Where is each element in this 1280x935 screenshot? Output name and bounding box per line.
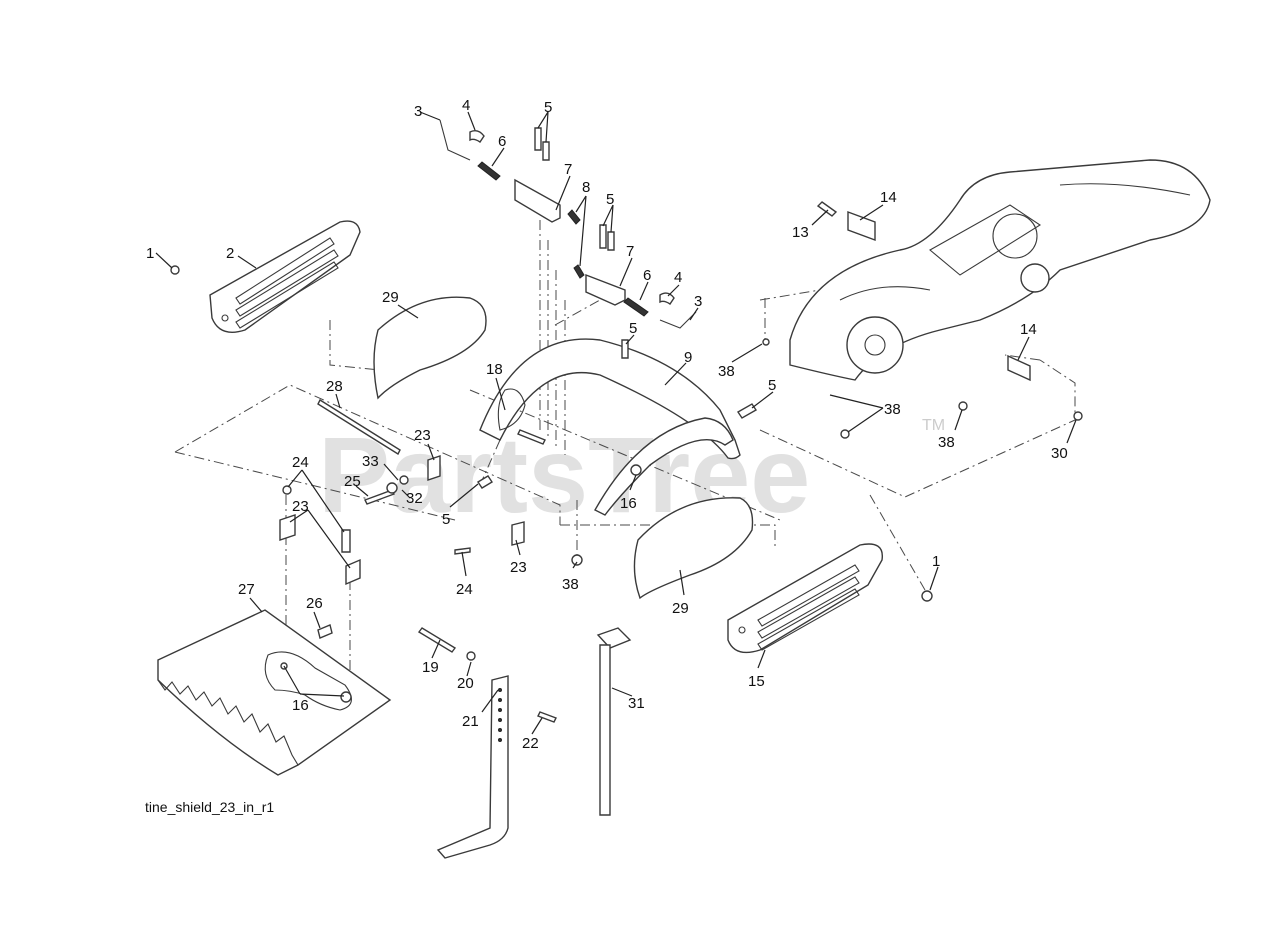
part-15-right-plate <box>727 543 884 654</box>
part-31-strip <box>596 627 632 816</box>
callout-2: 2 <box>226 245 234 262</box>
callout-21: 21 <box>462 713 479 730</box>
callout-23-left: 23 <box>292 498 309 515</box>
callout-5-lower: 5 <box>442 511 450 528</box>
callout-16-flap: 16 <box>620 495 637 512</box>
callout-38-lower: 38 <box>562 576 579 593</box>
callout-9: 9 <box>684 349 692 366</box>
callout-23-lower: 23 <box>510 559 527 576</box>
callout-30: 30 <box>1051 445 1068 462</box>
callout-6-upper: 6 <box>498 133 506 150</box>
watermark-trademark: TM <box>922 417 945 434</box>
callout-15: 15 <box>748 673 765 690</box>
callout-27: 27 <box>238 581 255 598</box>
callout-4-lower: 4 <box>674 269 682 286</box>
callout-20: 20 <box>457 675 474 692</box>
callout-4-upper: 4 <box>462 97 470 114</box>
callout-14-upper: 14 <box>880 189 897 206</box>
latch-assembly-lower <box>585 224 697 329</box>
callout-31: 31 <box>628 695 645 712</box>
callout-29-left: 29 <box>382 289 399 306</box>
callout-38-upper: 38 <box>718 363 735 380</box>
leader-lines <box>155 111 1077 735</box>
callout-5-bracket: 5 <box>606 191 614 208</box>
callout-32: 32 <box>406 490 423 507</box>
latch-assembly-upper <box>439 119 585 279</box>
callout-24-left: 24 <box>292 454 309 471</box>
callout-33: 33 <box>362 453 379 470</box>
callout-29-right: 29 <box>672 600 689 617</box>
part-29-left-side-shield <box>373 296 487 400</box>
part-27-drag-plate <box>157 609 392 776</box>
callout-22: 22 <box>522 735 539 752</box>
callout-24-lower: 24 <box>456 581 473 598</box>
callout-7-upper: 7 <box>564 161 572 178</box>
callout-5-side: 5 <box>768 377 776 394</box>
callout-13: 13 <box>792 224 809 241</box>
part-9-main-shield <box>479 338 741 460</box>
callout-16-plate: 16 <box>292 697 309 714</box>
tiller-transmission-housing <box>789 159 1211 381</box>
part-2-left-plate <box>209 220 361 333</box>
callout-23-upper: 23 <box>414 427 431 444</box>
callout-38-right: 38 <box>938 434 955 451</box>
callout-6-lower: 6 <box>643 267 651 284</box>
callout-14-lower: 14 <box>1020 321 1037 338</box>
callout-5-shield: 5 <box>629 320 637 337</box>
diagram-caption: tine_shield_23_in_r1 <box>145 799 274 815</box>
part-29-right-side-shield <box>633 497 754 600</box>
callout-3-lower: 3 <box>694 293 702 310</box>
part-22-bolt <box>537 711 557 723</box>
part-19-pin <box>417 627 457 653</box>
part-20-nut <box>466 651 476 661</box>
part-21-depth-stake <box>436 675 509 859</box>
callout-19: 19 <box>422 659 439 676</box>
callout-18: 18 <box>486 361 503 378</box>
callout-8: 8 <box>582 179 590 196</box>
callout-28: 28 <box>326 378 343 395</box>
callout-3-upper: 3 <box>414 103 422 120</box>
callout-labels: 1 2 3 4 5 5 5 6 7 8 5 7 6 4 3 5 9 14 13 … <box>146 97 1068 752</box>
callout-5-top: 5 <box>544 99 552 116</box>
callout-1-right: 1 <box>932 553 940 570</box>
callout-25: 25 <box>344 473 361 490</box>
callout-26: 26 <box>306 595 323 612</box>
callout-1-left: 1 <box>146 245 154 262</box>
callout-7-lower: 7 <box>626 243 634 260</box>
hardware-items <box>170 201 1083 703</box>
callout-38-center: 38 <box>884 401 901 418</box>
